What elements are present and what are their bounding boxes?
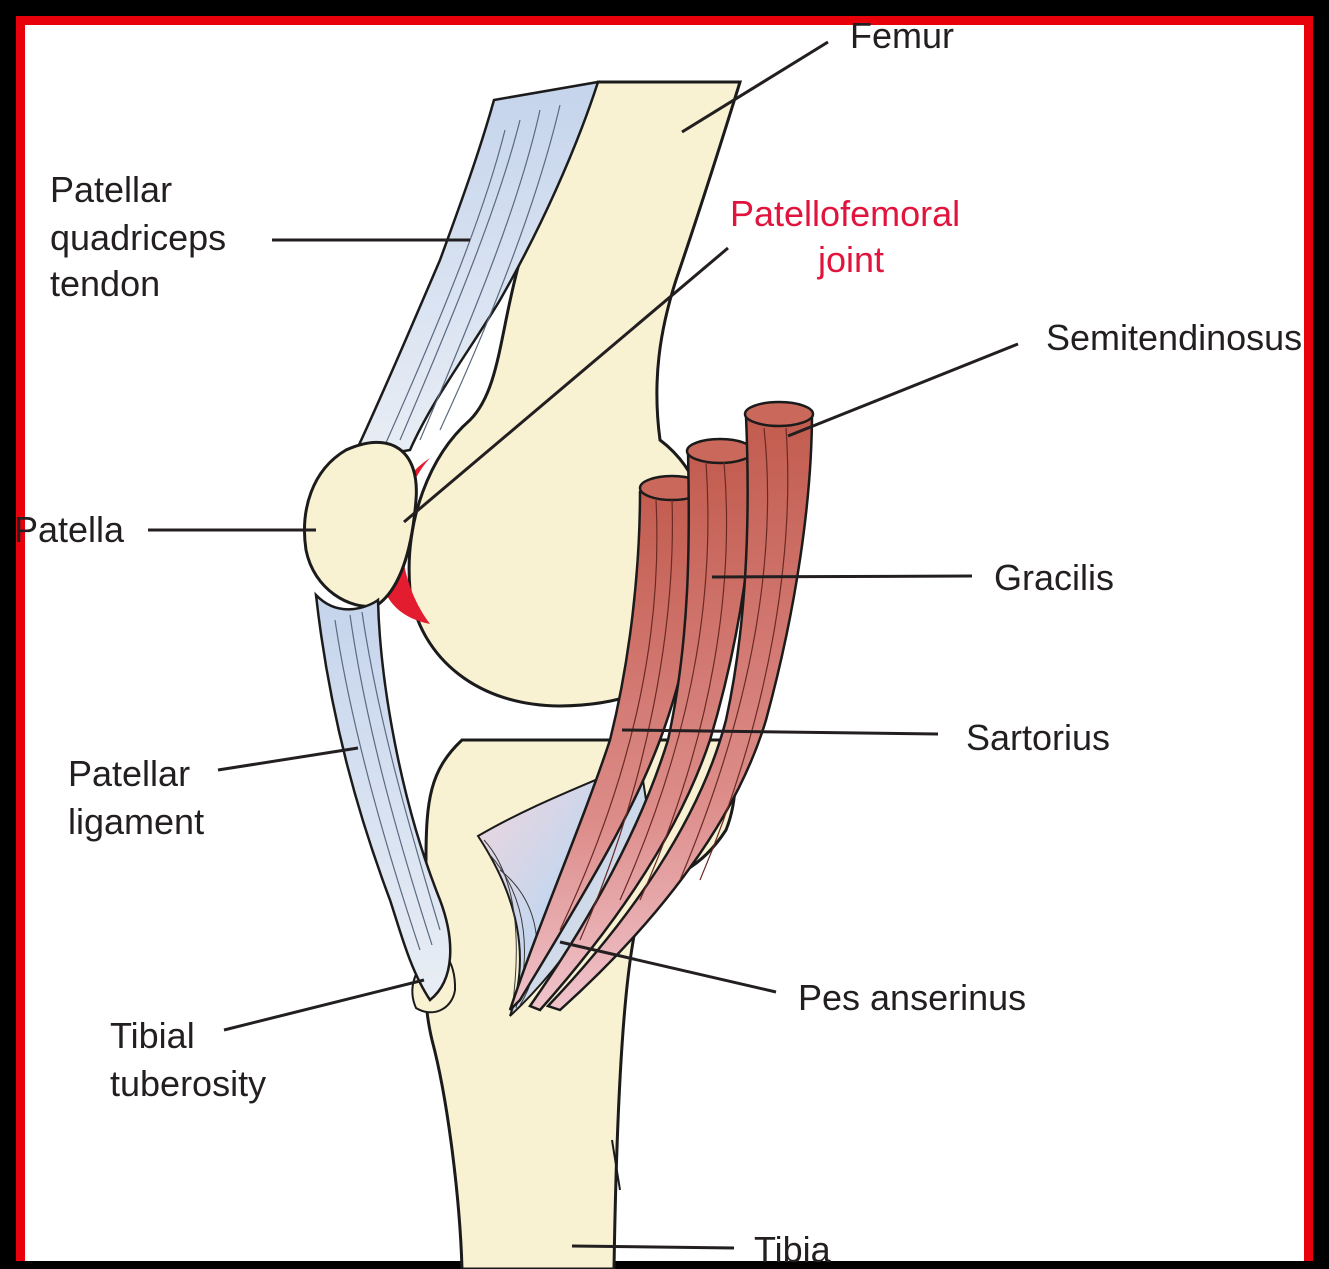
label-tibial-tuberosity-2: tuberosity: [110, 1063, 266, 1104]
label-pes-anserinus: Pes anserinus: [798, 977, 1026, 1018]
label-gracilis: Gracilis: [994, 557, 1114, 598]
label-sartorius: Sartorius: [966, 717, 1110, 758]
label-tibial-tuberosity-1: Tibial: [110, 1015, 195, 1056]
label-patella: Patella: [14, 509, 125, 550]
label-quadriceps-tendon-3: tendon: [50, 263, 160, 304]
label-quadriceps-tendon-2: quadriceps: [50, 217, 226, 258]
label-quadriceps-tendon-1: Patellar: [50, 169, 172, 210]
label-patellar-ligament-2: ligament: [68, 801, 204, 842]
label-patellofemoral-1: Patellofemoral: [730, 193, 960, 234]
label-patellofemoral-2: joint: [817, 239, 884, 280]
gracilis-top: [687, 439, 753, 463]
semitendinosus-top: [745, 402, 813, 426]
label-semitendinosus: Semitendinosus: [1046, 317, 1302, 358]
label-patellar-ligament-1: Patellar: [68, 753, 190, 794]
label-femur: Femur: [850, 15, 954, 56]
label-tibia: Tibia: [754, 1229, 832, 1269]
